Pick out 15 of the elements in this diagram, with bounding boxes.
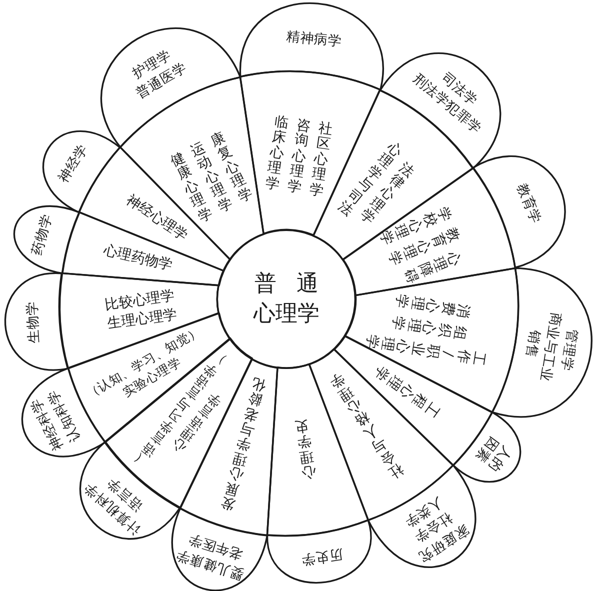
branch-label: 发展心理学与老龄化 xyxy=(219,374,269,512)
field-label: 人的因素 xyxy=(472,432,515,476)
field-label: 生物学 xyxy=(25,301,44,344)
field-label: 精神病学 xyxy=(285,30,343,51)
field-label: 教育学 xyxy=(513,181,544,226)
branch-label: 社区心理学 xyxy=(309,120,335,200)
field-label: 神经学 xyxy=(56,142,92,186)
branch-label: 神经心理学 xyxy=(123,192,190,244)
branch-label: 工程心理学 xyxy=(370,362,442,420)
field-label: 历史学 xyxy=(300,545,344,567)
field-label: 销售 xyxy=(522,330,542,360)
field-label: 药物学 xyxy=(30,212,56,258)
center-label: 普通心理学 xyxy=(252,270,340,328)
branch-label: 心理学史 xyxy=(293,416,318,480)
branch-label: 心理药物学 xyxy=(102,242,174,274)
